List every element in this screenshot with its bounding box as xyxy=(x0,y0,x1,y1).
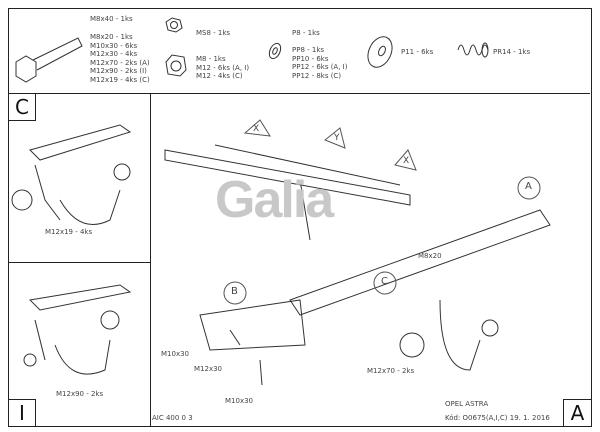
nut-large-icon xyxy=(165,54,187,77)
nut-label: M12 - 6ks (A, I) xyxy=(196,63,250,72)
view-i-bolt-label: M12x90 - 2ks xyxy=(56,390,104,398)
nut-label: M8 - 1ks xyxy=(196,55,226,63)
callout-x: X xyxy=(403,156,410,166)
callout-c: C xyxy=(381,276,388,287)
washer-large-icon xyxy=(367,36,393,68)
detail-c-drawing xyxy=(11,124,132,225)
washer-p11-label: P11 - 6ks xyxy=(401,48,434,56)
view-a-label: A xyxy=(563,399,592,427)
detail-divider xyxy=(8,262,150,263)
drawing-frame xyxy=(8,8,592,427)
parts-list-panel xyxy=(8,8,590,94)
label-m10x30-bottom: M10x30 xyxy=(225,397,253,405)
galia-logo: Galia xyxy=(215,171,334,229)
drawing-code: AIC 400 0 3 xyxy=(152,414,193,422)
spring-icon xyxy=(457,42,489,58)
nut-label: M12 - 4ks (C) xyxy=(196,72,243,80)
washer-label: PP12 - 6ks (A, I) xyxy=(292,63,348,71)
detail-column xyxy=(8,93,151,426)
washer-p8-label: P8 - 1ks xyxy=(292,29,320,37)
bolt-label: M10x30 - 6ks xyxy=(90,41,138,50)
bolt-label: M12x19 - 4ks (C) xyxy=(90,75,150,84)
view-i-label: I xyxy=(8,399,36,427)
bolt-label: M12x90 - 2ks (I) xyxy=(90,67,147,75)
bolt-icon xyxy=(15,37,83,83)
label-m10x30: M10x30 xyxy=(161,350,189,358)
callout-a: A xyxy=(525,181,532,192)
washer-label: PP8 - 1ks xyxy=(292,46,325,54)
callout-y: Y xyxy=(334,133,340,143)
callout-b: B xyxy=(231,286,238,297)
label-m12x70: M12x70 - 2ks xyxy=(367,367,415,375)
bolt-label: M12x70 - 2ks (A) xyxy=(90,58,150,67)
detail-i-drawing xyxy=(23,284,132,375)
bolt-label: M12x30 - 4ks xyxy=(90,50,138,58)
label-m12x30: M12x30 xyxy=(194,365,222,373)
callout-markers xyxy=(223,119,541,305)
label-m8x20: M8x20 xyxy=(418,252,442,260)
washer-label: PP10 - 6ks xyxy=(292,54,329,63)
washer-small-icon xyxy=(268,42,282,60)
nut-small-icon xyxy=(165,17,183,33)
callout-x: X xyxy=(253,124,260,134)
ms-nut-label: MS8 - 1ks xyxy=(196,29,231,37)
spring-label: PR14 - 1ks xyxy=(493,48,531,56)
view-c-bolt-label: M12x19 - 4ks xyxy=(45,228,93,236)
bolt-label-m8x40: M8x40 - 1ks xyxy=(90,15,133,23)
view-c-label: C xyxy=(8,93,36,121)
washer-label: PP12 - 8ks (C) xyxy=(292,71,342,80)
main-assembly-drawing xyxy=(164,144,551,386)
vehicle-model: OPEL ASTRA xyxy=(445,400,489,408)
bolt-label: M8x20 - 1ks xyxy=(90,33,133,41)
kit-code-date: Kód: O0675(A,I,C) 19. 1. 2016 xyxy=(445,414,550,422)
